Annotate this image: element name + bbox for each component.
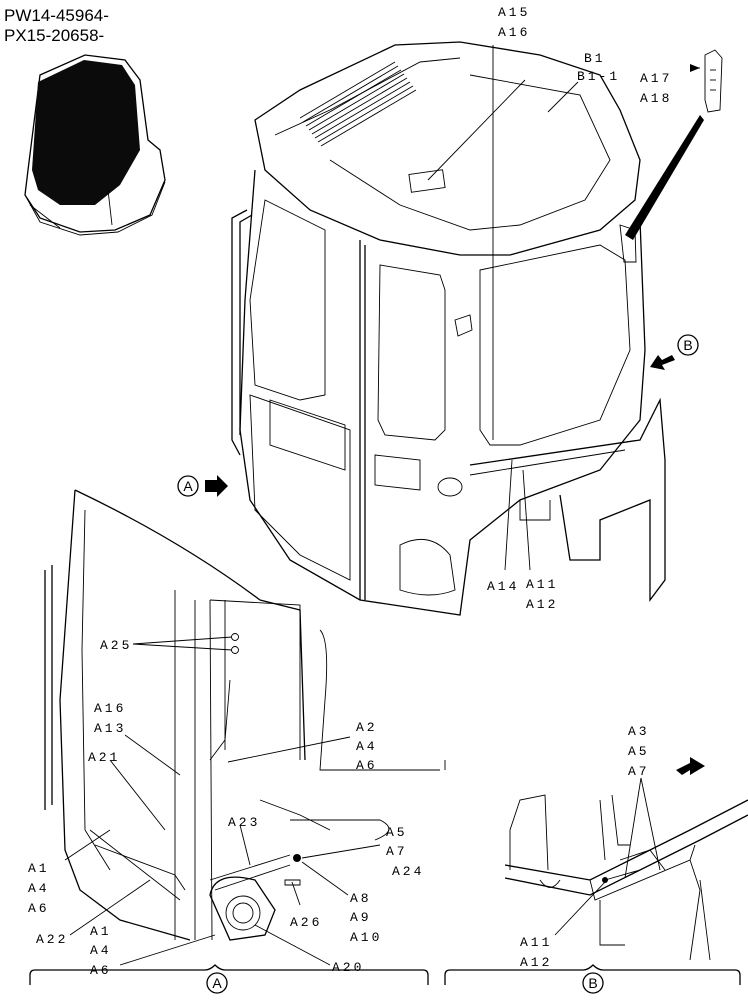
label-detail-b-a3: A3 [628, 724, 650, 739]
label-detail-a4: A4 [356, 739, 378, 754]
label-b1: B1 [584, 51, 606, 66]
label-detail-a26: A26 [290, 915, 322, 930]
label-detail-a7: A7 [386, 844, 408, 859]
label-a17: A17 [640, 71, 672, 86]
label-detail-a8: A8 [350, 891, 372, 906]
label-a16: A16 [498, 25, 530, 40]
label-detail-a22: A22 [36, 932, 68, 947]
label-detail-a10: A10 [350, 930, 382, 945]
label-detail-a2: A2 [356, 720, 378, 735]
label-a15: A15 [498, 5, 530, 20]
thumbnail-cab [24, 54, 166, 236]
label-detail-a1: A1 [28, 861, 50, 876]
view-a-indicator: A [177, 475, 228, 497]
clip-part [704, 49, 723, 113]
view-b-label: B [683, 337, 692, 353]
label-b1-1: B1-1 [577, 69, 620, 84]
detail-a [44, 489, 446, 941]
label-detail-b-a7: A7 [628, 764, 650, 779]
label-detail-b-a5: A5 [628, 744, 650, 759]
label-detail-a6b: A6 [28, 901, 50, 916]
label-detail-a1b: A1 [90, 924, 112, 939]
serial-range-1: PW14-45964- [4, 6, 109, 25]
detail-b-bracket [444, 964, 741, 985]
label-detail-b-a12: A12 [520, 955, 552, 970]
roof-vents [299, 61, 417, 147]
label-detail-a23: A23 [228, 815, 260, 830]
view-a-label: A [183, 478, 193, 494]
label-detail-a4b: A4 [28, 881, 50, 896]
label-a11: A11 [526, 577, 558, 592]
detail-a-bracket [29, 964, 429, 985]
label-detail-a16: A16 [94, 701, 126, 716]
detail-a-caption: A [212, 975, 222, 991]
label-a18: A18 [640, 91, 672, 106]
detail-b [504, 757, 748, 961]
label-detail-a5: A5 [386, 825, 408, 840]
detail-b-caption: B [588, 975, 597, 991]
label-a14: A14 [487, 579, 519, 594]
label-detail-a9: A9 [350, 910, 372, 925]
label-detail-a21: A21 [88, 750, 120, 765]
view-b-indicator: B [650, 334, 699, 370]
label-detail-a4c: A4 [90, 943, 112, 958]
label-detail-a13: A13 [94, 721, 126, 736]
label-a25: A25 [100, 638, 132, 653]
serial-range-2: PX15-20658- [4, 26, 105, 45]
label-detail-b-a11: A11 [520, 935, 552, 950]
label-detail-a20: A20 [332, 960, 364, 975]
label-detail-a24: A24 [392, 864, 424, 879]
main-cab [231, 41, 723, 616]
label-detail-a6: A6 [356, 758, 378, 773]
label-detail-a6c: A6 [90, 963, 112, 978]
label-a12: A12 [526, 597, 558, 612]
